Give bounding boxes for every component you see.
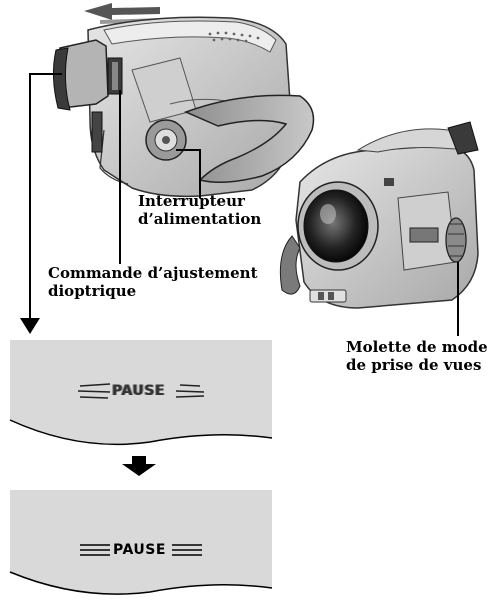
middle-down-arrow-icon bbox=[122, 456, 156, 476]
pause-text-sharp: PAUSE bbox=[113, 542, 166, 558]
label-interrupteur-line2: d’alimentation bbox=[138, 210, 261, 228]
label-molette-line1: Molette de mode bbox=[346, 338, 487, 356]
label-molette-line2: de prise de vues bbox=[346, 356, 481, 374]
label-commande-line1: Commande d’ajustement bbox=[48, 264, 258, 282]
pause-text-blurry: PAUSE bbox=[112, 383, 165, 399]
camcorder-rear-illustration bbox=[53, 17, 313, 196]
label-commande-line2: dioptrique bbox=[48, 282, 136, 300]
camcorder-front-illustration bbox=[280, 122, 478, 308]
down-arrow-icon bbox=[20, 318, 40, 334]
label-interrupteur-line1: Interrupteur bbox=[138, 192, 245, 210]
